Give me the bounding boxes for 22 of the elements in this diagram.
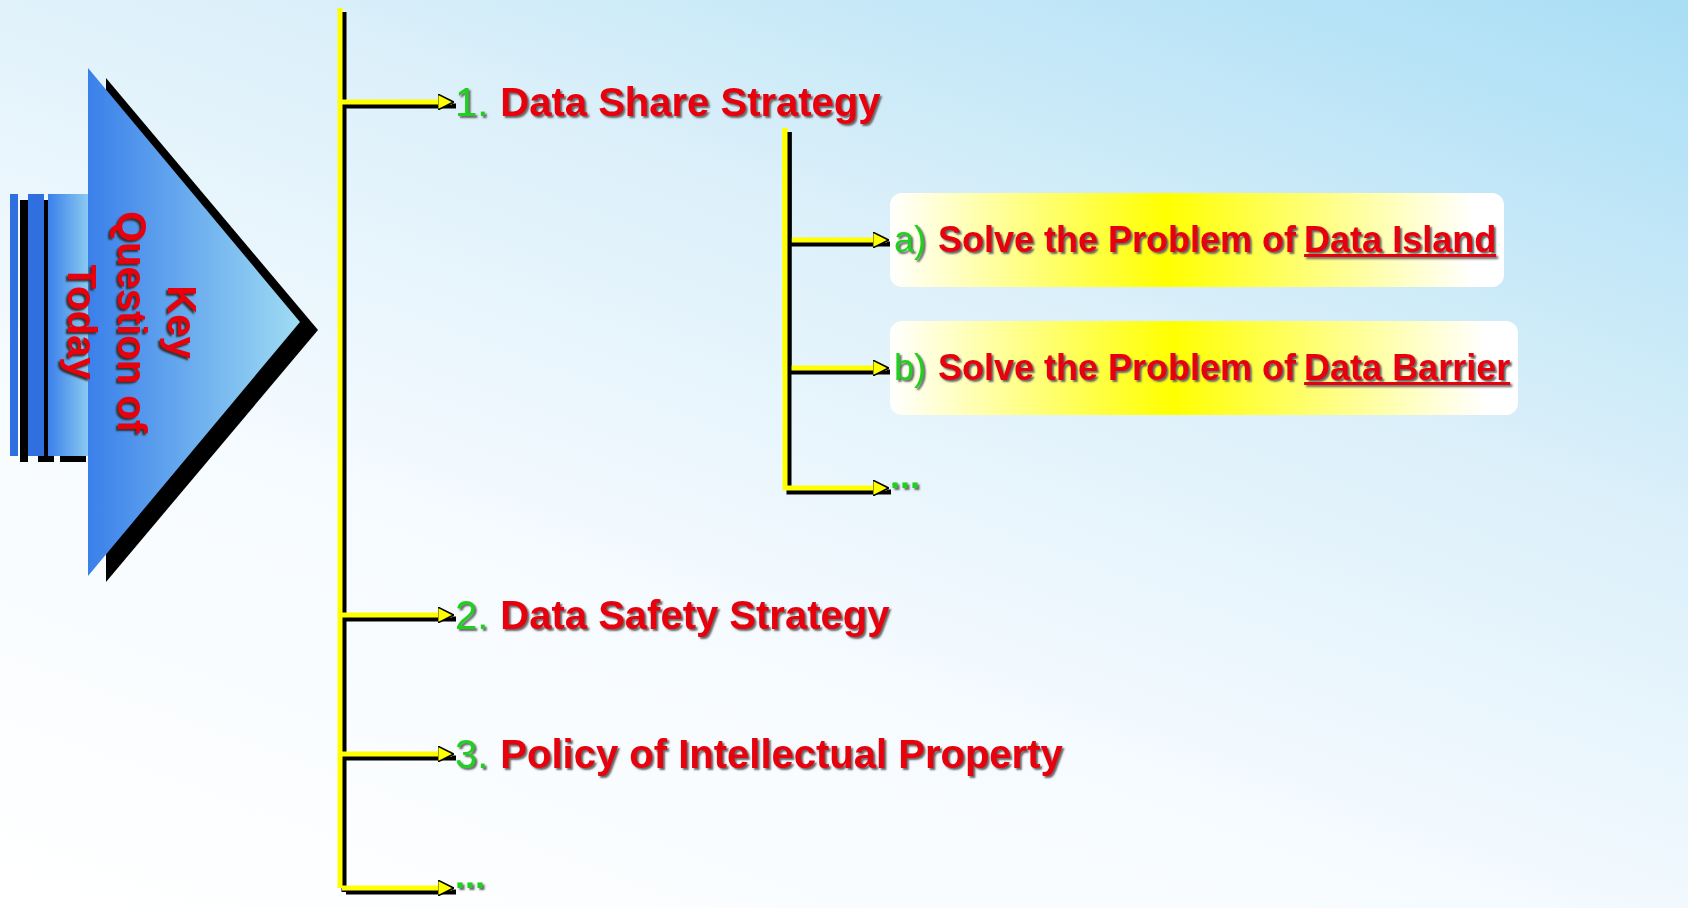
ellipsis-text: ... <box>455 858 485 894</box>
item-title: Data Safety Strategy <box>500 592 890 639</box>
item-keyword: Data Barrier <box>1304 346 1511 390</box>
arrow-label: Key Question of Today <box>59 210 205 434</box>
highlight-box <box>890 193 1505 287</box>
ellipsis-text: ... <box>890 458 920 494</box>
bracket-arrow <box>342 745 456 763</box>
item-letter: a) <box>894 218 926 262</box>
item-title: Policy of Intellectual Property <box>500 731 1063 778</box>
bracket-arrow <box>342 93 456 111</box>
item-title: Data Share Strategy <box>500 79 881 126</box>
item-number: 1. <box>455 79 489 126</box>
item-title: Solve the Problem of <box>938 346 1297 390</box>
item-number: 3. <box>455 731 489 778</box>
item-title: Solve the Problem of <box>938 218 1297 262</box>
bracket-arrow <box>342 879 456 897</box>
bracket-arrow <box>342 606 456 624</box>
item-number: 2. <box>455 592 489 639</box>
item-keyword: Data Island <box>1304 218 1497 262</box>
highlight-box <box>890 321 1519 415</box>
item-letter: b) <box>894 346 926 390</box>
bracket-arrow <box>782 128 891 497</box>
